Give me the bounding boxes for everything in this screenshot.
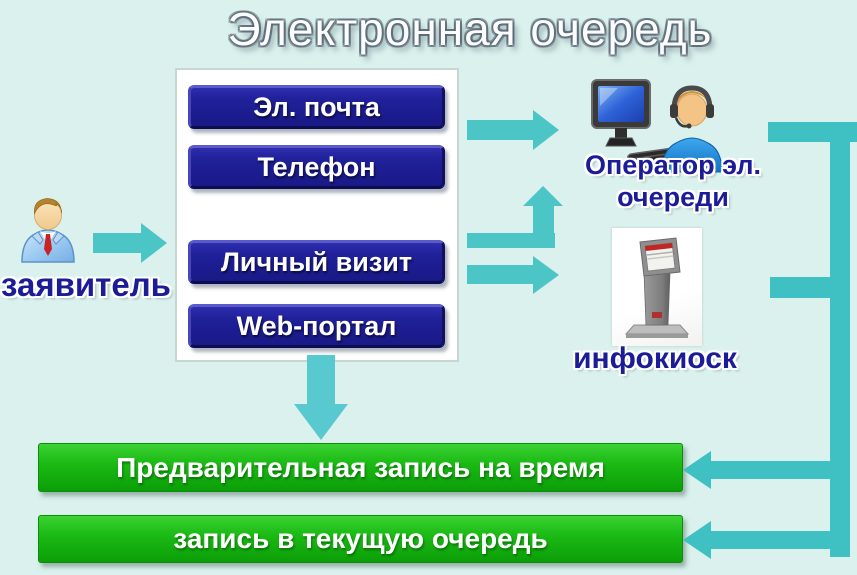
arrow-shaft [533, 204, 554, 248]
connector-operator-to-right [768, 122, 857, 142]
applicant-person-icon [16, 194, 80, 264]
arrow-shaft [467, 120, 533, 140]
arrow-head-icon [683, 451, 711, 489]
operator-label: Оператор эл. очереди [584, 150, 762, 212]
arrow-shaft [307, 355, 335, 406]
channel-email-button: Эл. почта [188, 85, 445, 129]
outcome-advance-booking-bar: Предварительная запись на время [38, 443, 683, 492]
outcome-current-queue-bar: запись в текущую очередь [38, 515, 683, 563]
arrow-head-icon [533, 110, 559, 150]
channel-visit-button: Личный визит [188, 240, 445, 284]
channel-webportal-button: Web-портал [188, 304, 445, 348]
arrow-head-icon [683, 521, 711, 559]
arrow-shaft [93, 233, 141, 253]
operator-workstation-icon [588, 76, 723, 176]
connector-kiosk-to-right [770, 277, 832, 298]
infokiosk-icon [612, 228, 702, 346]
connector-right-vertical [830, 142, 850, 557]
arrow-head-icon [533, 256, 559, 294]
arrow-shaft [710, 461, 830, 479]
channel-phone-button: Телефон [188, 145, 445, 189]
arrow-head-icon [141, 223, 167, 263]
applicant-label: заявитель [1, 266, 171, 303]
arrow-head-icon [294, 404, 348, 440]
arrow-shaft [467, 265, 533, 284]
infokiosk-label: инфокиоск [573, 342, 737, 375]
page-title: Электронная очередь [227, 3, 713, 55]
arrow-shaft [710, 531, 830, 549]
arrow-head-icon [523, 186, 563, 206]
